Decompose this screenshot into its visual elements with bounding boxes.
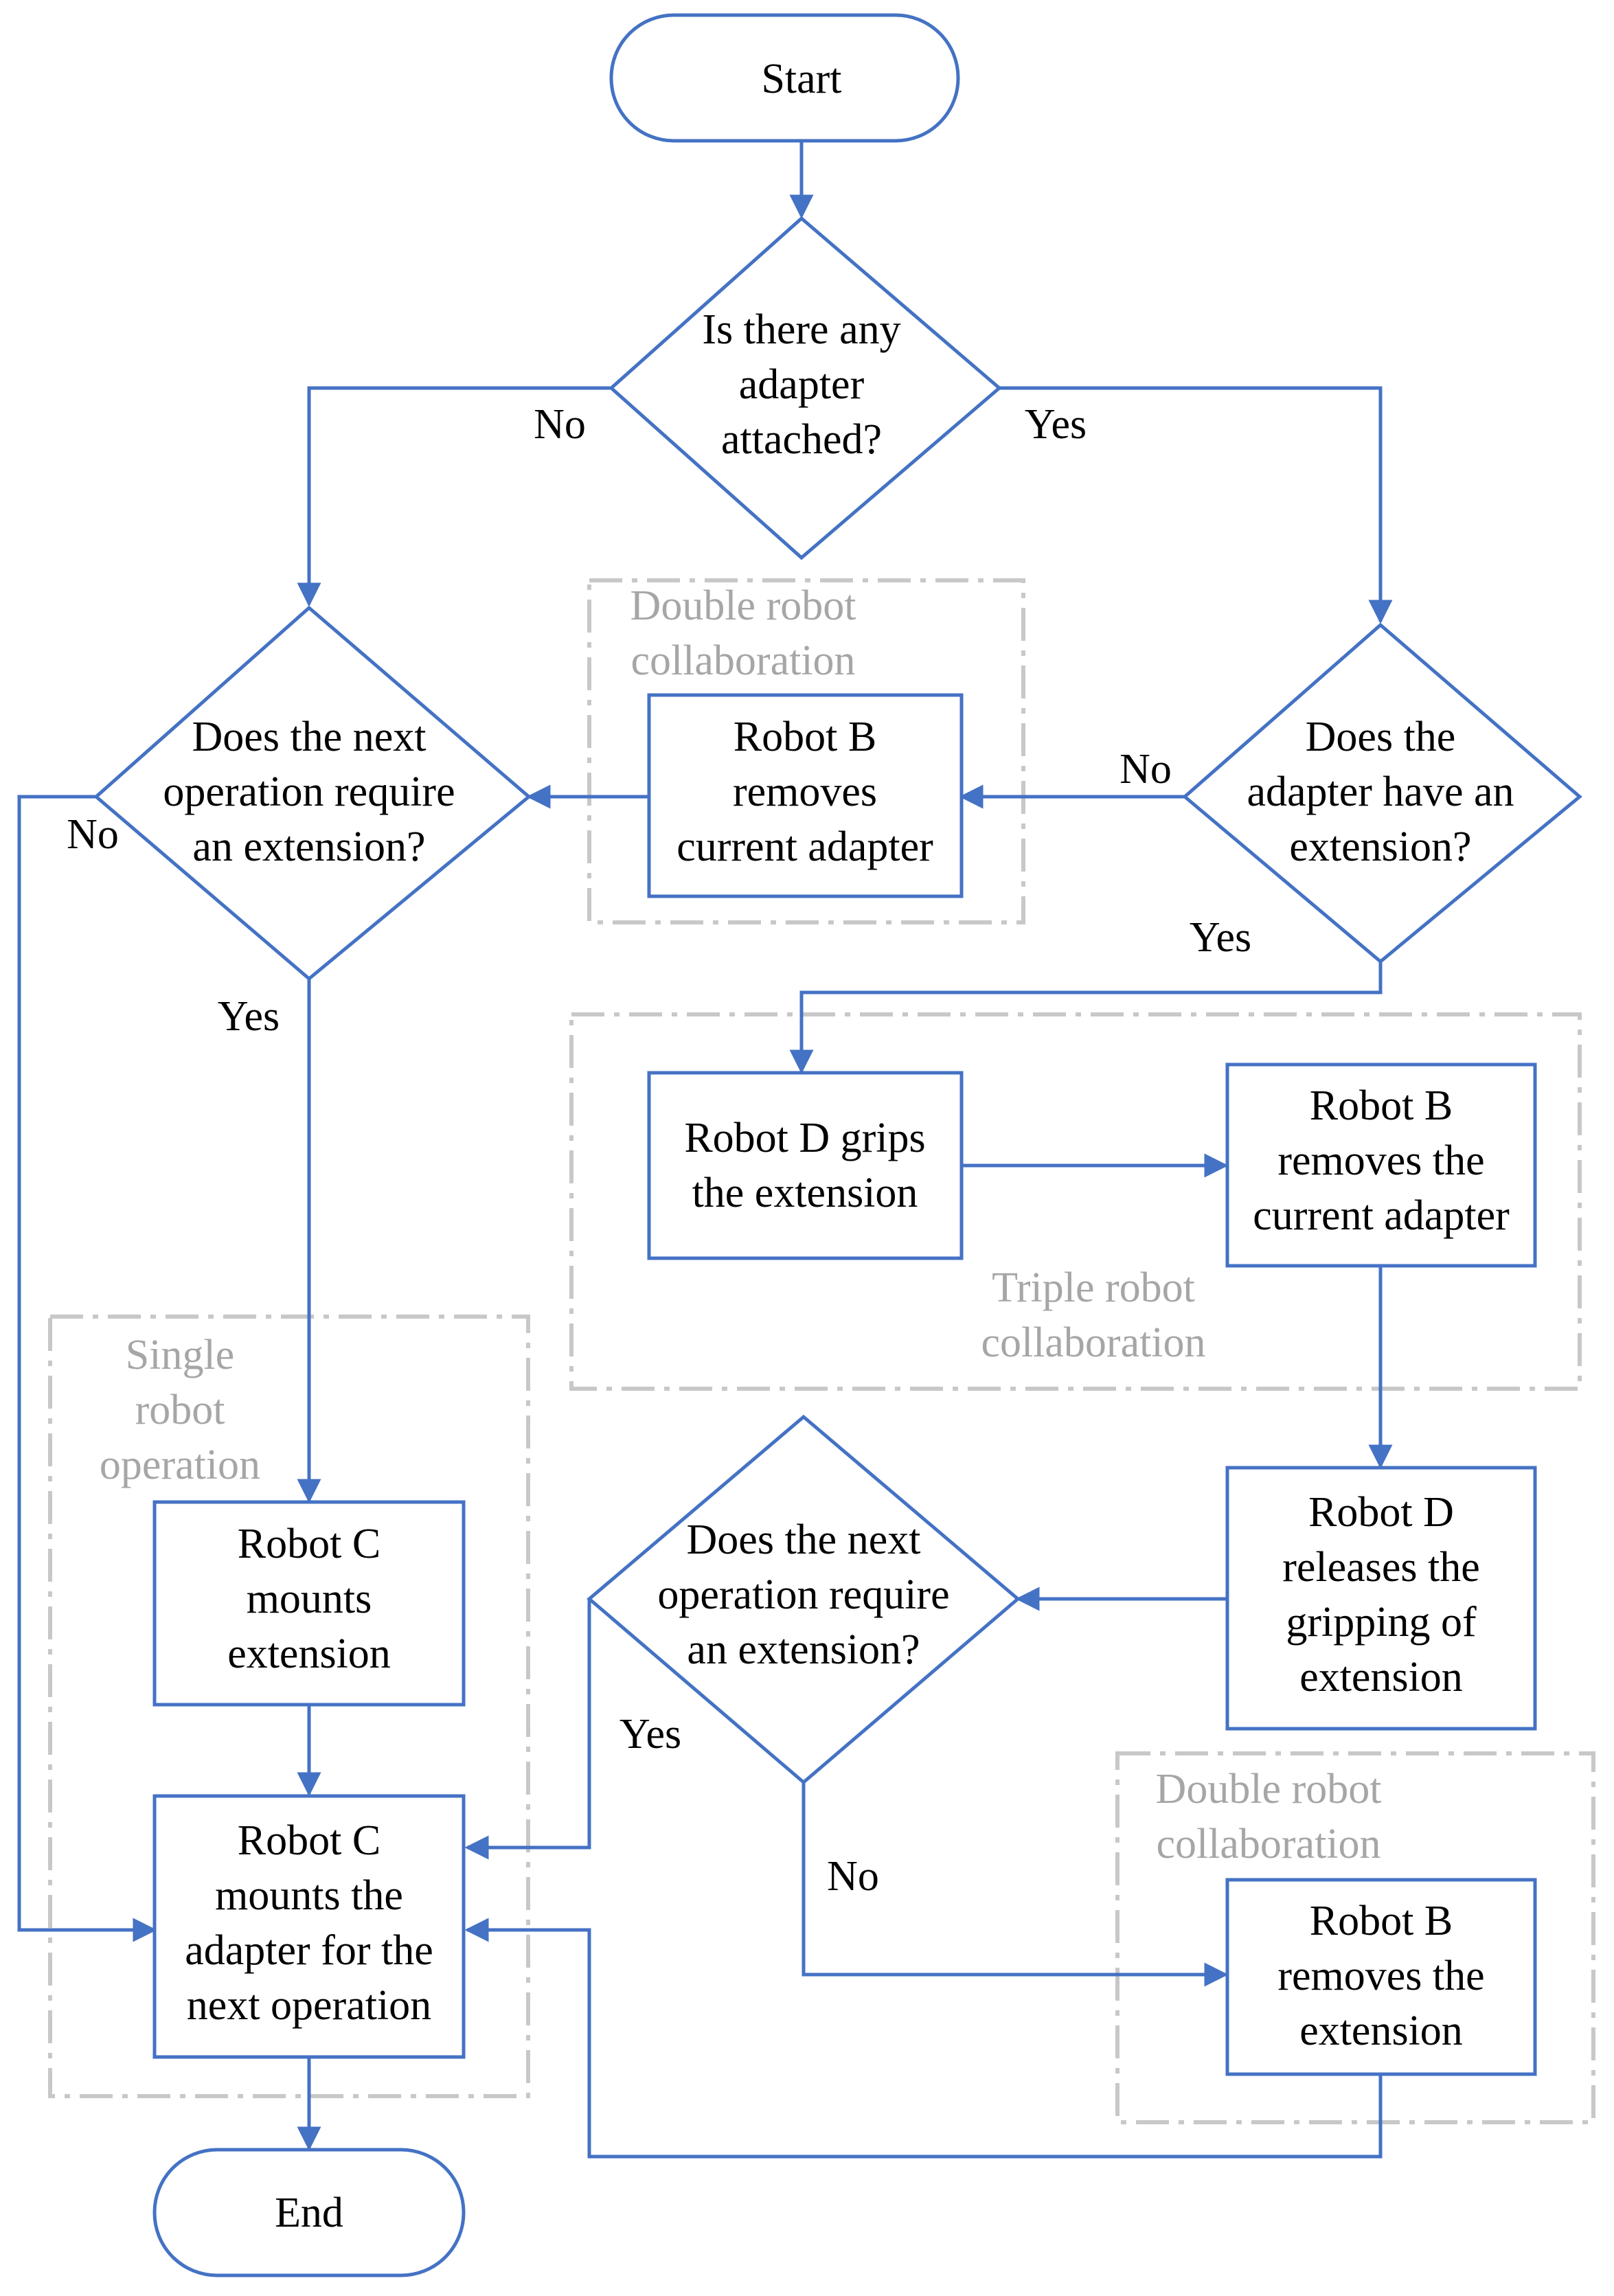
label-line: Triple robot bbox=[992, 1264, 1195, 1311]
process-c-mounts-adapter-label: Robot C mounts the adapter for the next ope… bbox=[185, 1817, 433, 2029]
label-line: extension bbox=[1299, 2008, 1463, 2054]
edge-no-to-b-removes-extension bbox=[802, 1782, 1229, 1987]
process-b-removes-current-adapter bbox=[647, 693, 964, 898]
decision-has-extension bbox=[1182, 622, 1582, 964]
end-label: End bbox=[275, 2190, 343, 2236]
label-line: extension bbox=[227, 1630, 391, 1677]
edge-no-to-c-mounts-adapter bbox=[17, 795, 157, 1942]
edge-no-to-next-op-left bbox=[297, 386, 611, 607]
label-line: gripping of bbox=[1286, 1599, 1477, 1646]
label-line: removes the bbox=[1277, 1953, 1484, 1999]
process-c-mounts-adapter bbox=[152, 1794, 466, 2059]
start-terminal bbox=[609, 13, 960, 143]
label-line: operation require bbox=[163, 769, 455, 815]
decision-any-adapter-label: Is there any adapter attached? bbox=[702, 306, 900, 463]
process-c-mounts-extension bbox=[152, 1500, 466, 1707]
edge-yes-to-d-grips bbox=[789, 962, 1383, 1074]
edge-yes-to-has-extension bbox=[999, 386, 1393, 624]
label-line: Robot C bbox=[238, 1521, 380, 1567]
label-line: Double robot bbox=[630, 582, 856, 629]
decision-next-op-mid bbox=[587, 1414, 1021, 1785]
label-line: extension? bbox=[1289, 823, 1471, 870]
label-line: next operation bbox=[187, 1982, 431, 2029]
edge-label-no-any-adapter: No bbox=[534, 401, 586, 448]
group-single-robot bbox=[48, 1315, 530, 2098]
label-line: Does the next bbox=[192, 714, 427, 760]
label-line: End bbox=[275, 2190, 343, 2236]
label-line: Double robot bbox=[1156, 1766, 1382, 1812]
label-line: Robot D grips bbox=[684, 1115, 925, 1161]
label-line: the extension bbox=[692, 1170, 918, 1216]
label-line: extension bbox=[1299, 1654, 1463, 1701]
edge-label-yes-any-adapter: Yes bbox=[1025, 401, 1087, 448]
label-line: collaboration bbox=[630, 637, 855, 684]
process-d-grips-extension bbox=[647, 1071, 964, 1260]
label-line: removes the bbox=[1277, 1137, 1484, 1184]
edge-label-no-has-extension: No bbox=[1119, 746, 1172, 793]
label-line: Robot B bbox=[1310, 1898, 1453, 1944]
process-b-removes-the-current-adapter bbox=[1225, 1062, 1537, 1268]
label-line: releases the bbox=[1282, 1544, 1479, 1591]
edge-label-yes-next-op-mid: Yes bbox=[620, 1711, 681, 1758]
process-b-removes-extension bbox=[1225, 1878, 1537, 2076]
label-line: removes bbox=[733, 769, 877, 815]
label-line: collaboration bbox=[981, 1319, 1205, 1366]
process-d-releases-gripping bbox=[1225, 1466, 1537, 1731]
label-line: current adapter bbox=[677, 823, 933, 870]
edge-label-no-next-op-mid: No bbox=[827, 1853, 879, 1900]
label-line: adapter for the bbox=[185, 1927, 433, 1974]
label-line: mounts the bbox=[215, 1872, 403, 1919]
decision-next-op-left bbox=[93, 605, 532, 981]
label-line: adapter bbox=[739, 361, 865, 408]
group-triple-robot-label: Triple robot collaboration bbox=[981, 1264, 1205, 1366]
decision-next-op-mid-label: Does the next operation require an extensi… bbox=[657, 1516, 949, 1673]
process-d-releases-gripping-label: Robot D releases the gripping of extension bbox=[1282, 1489, 1479, 1701]
label-line: operation require bbox=[657, 1571, 949, 1618]
label-line: attached? bbox=[721, 416, 882, 463]
label-line: adapter have an bbox=[1247, 769, 1514, 815]
edge-yes-to-c-mounts-adapter bbox=[464, 1599, 591, 1860]
decision-next-op-left-label: Does the next operation require an extensi… bbox=[163, 714, 455, 870]
process-b-removes-extension-label: Robot B removes the extension bbox=[1277, 1898, 1484, 2054]
label-line: current adapter bbox=[1253, 1192, 1510, 1239]
decision-any-adapter bbox=[609, 216, 1002, 560]
label-line: Start bbox=[761, 56, 841, 102]
label-line: Robot C bbox=[238, 1817, 380, 1864]
end-terminal bbox=[152, 2148, 466, 2277]
edge-label-yes-next-op-left: Yes bbox=[218, 993, 280, 1040]
label-line: mounts bbox=[247, 1576, 372, 1622]
label-line: Robot D bbox=[1308, 1489, 1454, 1536]
group-double-robot-top-label: Double robot collaboration bbox=[630, 582, 856, 684]
label-line: collaboration bbox=[1156, 1821, 1380, 1867]
label-line: Robot B bbox=[734, 714, 876, 760]
label-line: operation bbox=[100, 1442, 260, 1488]
label-line: Does the bbox=[1306, 714, 1456, 760]
start-label: Start bbox=[761, 56, 841, 102]
group-single-robot-label: Single robot operation bbox=[100, 1332, 260, 1488]
decision-has-extension-label: Does the adapter have an extension? bbox=[1247, 714, 1514, 870]
group-double-robot-bottom-label: Double robot collaboration bbox=[1156, 1766, 1382, 1867]
process-c-mounts-extension-label: Robot C mounts extension bbox=[227, 1521, 391, 1677]
label-line: an extension? bbox=[687, 1626, 920, 1673]
label-line: Is there any bbox=[702, 306, 900, 353]
process-d-grips-extension-label: Robot D grips the extension bbox=[684, 1115, 925, 1216]
label-line: robot bbox=[135, 1387, 225, 1433]
label-line: an extension? bbox=[192, 823, 425, 870]
process-b-removes-current-adapter-label: Robot B removes current adapter bbox=[677, 714, 933, 870]
label-line: Robot B bbox=[1310, 1082, 1453, 1129]
label-line: Single bbox=[126, 1332, 234, 1378]
edge-b-removes-extension-to-c-mounts-adapter bbox=[464, 1918, 1383, 2159]
edge-label-no-next-op-left: No bbox=[67, 811, 119, 858]
group-triple-robot bbox=[569, 1012, 1582, 1391]
group-double-robot-top bbox=[587, 578, 1025, 924]
edge-label-yes-has-extension: Yes bbox=[1190, 914, 1251, 961]
label-line: Does the next bbox=[687, 1516, 921, 1563]
process-b-removes-the-current-adapter-label: Robot B removes the current adapter bbox=[1253, 1082, 1510, 1239]
group-double-robot-bottom bbox=[1115, 1751, 1595, 2124]
